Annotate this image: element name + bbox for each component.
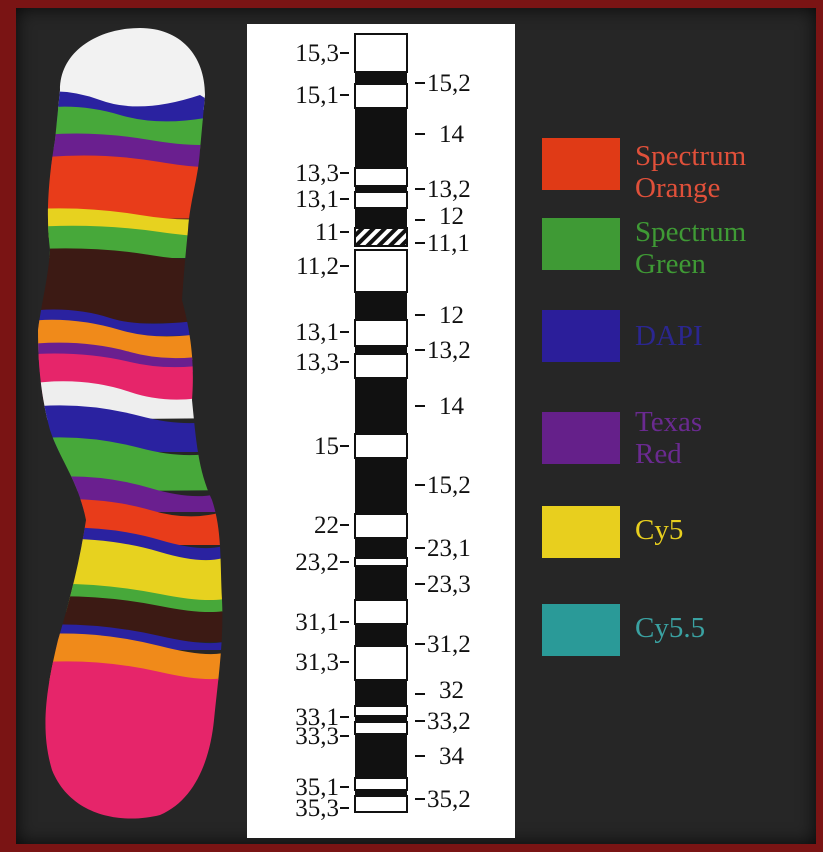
legend-label: DAPI: [635, 320, 703, 352]
band-q133: [355, 354, 407, 378]
legend-label: Cy5: [635, 514, 683, 546]
left-label-6: 13,1: [295, 319, 339, 346]
right-label-1: 14: [439, 121, 465, 148]
right-label-13: 33,2: [427, 708, 471, 735]
legend-swatch: [542, 218, 620, 270]
legend-label: Cy5.5: [635, 612, 705, 644]
left-label-1: 15,1: [295, 82, 339, 109]
band-q112: [355, 250, 407, 292]
band-p153: [355, 34, 407, 72]
band-q22: [355, 514, 407, 538]
band-p131: [355, 192, 407, 208]
left-label-8: 15: [314, 433, 339, 460]
band-p14: [355, 108, 407, 168]
legend-swatch: [542, 506, 620, 558]
band-q15: [355, 434, 407, 458]
legend-swatch: [542, 412, 620, 464]
band-q12: [355, 292, 407, 320]
band-q313: [355, 646, 407, 680]
legend-swatch: [542, 138, 620, 190]
left-label-9: 22: [314, 512, 339, 539]
band-q14: [355, 378, 407, 434]
band-white-top: [20, 20, 240, 110]
right-label-0: 15,2: [427, 70, 471, 97]
right-band-labels: 15,2 14 13,2 12 11,1 12 13,2 14 15,2 23,…: [415, 70, 471, 813]
band-q312: [355, 624, 407, 646]
band-p133: [355, 168, 407, 186]
band-q34: [355, 734, 407, 778]
right-label-2: 13,2: [427, 176, 471, 203]
band-q331: [355, 706, 407, 716]
left-label-10: 23,2: [295, 549, 339, 576]
chromosome-bands: [20, 20, 240, 840]
band-q233: [355, 566, 407, 600]
right-label-14: 34: [439, 743, 465, 770]
band-q353: [355, 796, 407, 812]
legend-swatch: [542, 310, 620, 362]
legend-swatch: [542, 604, 620, 656]
band-p12: [355, 208, 407, 228]
left-band-labels: 15,3 15,1 13,3 13,1 11 11,2 13,1 13,3 15…: [295, 40, 349, 822]
band-q132: [355, 346, 407, 354]
right-label-10: 23,3: [427, 571, 471, 598]
right-label-5: 12: [439, 302, 464, 329]
band-q231: [355, 538, 407, 558]
band-centromere: [355, 228, 407, 246]
band-q333: [355, 722, 407, 734]
band-q32: [355, 680, 407, 706]
ideogram-panel: 15,3 15,1 13,3 13,1 11 11,2 13,1 13,3 15…: [247, 24, 515, 838]
left-label-5: 11,2: [296, 253, 339, 280]
left-label-12: 31,3: [295, 649, 339, 676]
ideogram-bands: [355, 34, 407, 812]
left-label-2: 13,3: [295, 160, 339, 187]
right-label-12: 32: [439, 677, 464, 704]
right-label-4: 11,1: [427, 230, 470, 257]
chromosome-ideogram: 15,3 15,1 13,3 13,1 11 11,2 13,1 13,3 15…: [247, 24, 515, 838]
band-p152: [355, 72, 407, 84]
left-label-11: 31,1: [295, 609, 339, 636]
left-label-0: 15,3: [295, 40, 339, 67]
right-label-7: 14: [439, 393, 465, 420]
right-label-15: 35,2: [427, 786, 471, 813]
left-label-4: 11: [315, 219, 339, 246]
right-label-11: 31,2: [427, 631, 471, 658]
left-label-16: 35,3: [295, 795, 339, 822]
band-q351: [355, 778, 407, 790]
band-q152: [355, 458, 407, 514]
band-q232: [355, 558, 407, 566]
left-label-3: 13,1: [295, 186, 339, 213]
right-label-8: 15,2: [427, 472, 471, 499]
right-label-9: 23,1: [427, 535, 471, 562]
left-label-7: 13,3: [295, 349, 339, 376]
band-pink-2: [20, 661, 240, 840]
band-q131: [355, 320, 407, 346]
left-label-14: 33,3: [295, 723, 339, 750]
band-p151: [355, 84, 407, 108]
right-label-3: 12: [439, 203, 464, 230]
right-label-6: 13,2: [427, 337, 471, 364]
band-q311: [355, 600, 407, 624]
